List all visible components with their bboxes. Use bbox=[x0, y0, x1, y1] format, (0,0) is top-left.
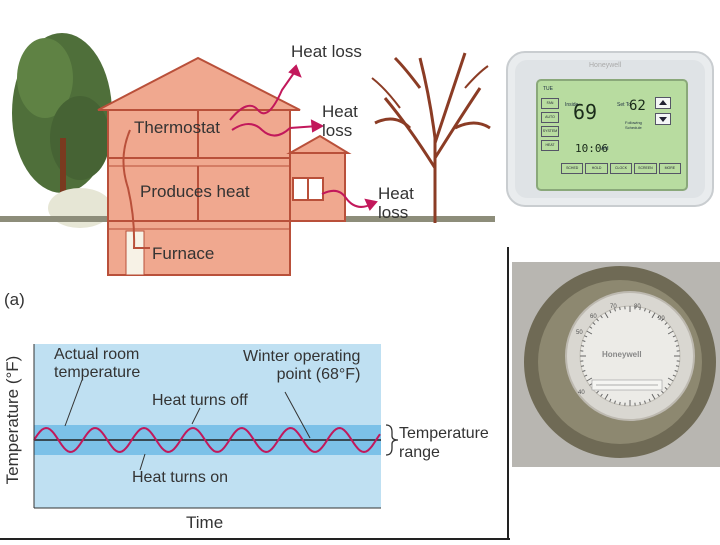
down-arrow-icon bbox=[659, 117, 667, 122]
temperature-range-label: Temperature range bbox=[399, 424, 489, 462]
side-button-list: FAN AUTO SYSTEM HEAT bbox=[541, 98, 559, 151]
dial-tick bbox=[620, 402, 621, 405]
heat-loss-label-mid: Heat loss bbox=[322, 102, 358, 140]
side-button-heat[interactable]: HEAT bbox=[541, 140, 559, 151]
heat-loss-label-right: Heat loss bbox=[378, 184, 414, 222]
actual-room-label: Actual room temperature bbox=[54, 346, 140, 382]
evergreen-tree bbox=[12, 33, 112, 228]
x-axis-label: Time bbox=[186, 513, 223, 533]
bottom-button-sched[interactable]: SCHED bbox=[561, 163, 583, 174]
dial-tick bbox=[581, 346, 584, 347]
dial-number-90: 90 bbox=[658, 316, 665, 322]
set-temperature: 62 bbox=[629, 98, 646, 114]
up-arrow-icon bbox=[659, 100, 667, 105]
schedule-label: Following Schedule bbox=[625, 120, 642, 130]
round-thermostat: Honeywell 60 70 80 90 50 40 bbox=[512, 262, 720, 467]
furnace-label: Furnace bbox=[152, 244, 214, 264]
digital-brand: Honeywell bbox=[589, 62, 621, 69]
dial-number-80: 80 bbox=[634, 304, 641, 310]
bottom-button-screen[interactable]: SCREEN bbox=[634, 163, 656, 174]
y-axis-label: Temperature (°F) bbox=[3, 355, 23, 485]
range-brace bbox=[386, 425, 398, 455]
house-illustration bbox=[0, 18, 495, 293]
day-label: TUE bbox=[543, 86, 553, 92]
up-arrow-button[interactable] bbox=[655, 97, 671, 109]
side-button-fan[interactable]: FAN bbox=[541, 98, 559, 109]
produces-heat-label: Produces heat bbox=[140, 182, 250, 202]
winter-point-label: Winter operating point (68°F) bbox=[243, 348, 360, 384]
dial-number-50: 50 bbox=[576, 330, 583, 336]
side-button-auto[interactable]: AUTO bbox=[541, 112, 559, 123]
house bbox=[98, 58, 348, 275]
thermostat-label: Thermostat bbox=[134, 118, 220, 138]
round-brand: Honeywell bbox=[602, 350, 642, 359]
temperature-chart: Temperature (°F) Time Actual room temper… bbox=[0, 280, 510, 540]
clock-suffix: AM bbox=[601, 146, 609, 152]
dial-number-70: 70 bbox=[610, 304, 617, 310]
bottom-button-hold[interactable]: HOLD bbox=[585, 163, 607, 174]
bottom-button-row: SCHED HOLD CLOCK SCREEN MORE bbox=[561, 163, 681, 174]
heat-loss-label-top: Heat loss bbox=[291, 42, 362, 62]
house-diagram: Heat loss Heat loss Heat loss Thermostat… bbox=[0, 18, 495, 293]
chart-svg bbox=[0, 280, 510, 540]
dial-tick bbox=[581, 366, 584, 367]
dial-tick bbox=[676, 346, 679, 347]
dial-tick bbox=[640, 402, 641, 405]
bottom-button-more[interactable]: MORE bbox=[659, 163, 681, 174]
down-arrow-button[interactable] bbox=[655, 113, 671, 125]
digital-thermostat: Honeywell TUE Inside 69 Set To 62 Follow… bbox=[505, 50, 715, 210]
dial-tick bbox=[620, 307, 621, 310]
heat-off-label: Heat turns off bbox=[152, 392, 248, 410]
bottom-button-clock[interactable]: CLOCK bbox=[610, 163, 632, 174]
heat-on-label: Heat turns on bbox=[132, 469, 228, 487]
dial-tick bbox=[676, 366, 679, 367]
dial-number-60: 60 bbox=[590, 314, 597, 320]
side-button-system[interactable]: SYSTEM bbox=[541, 126, 559, 137]
dial-number-40: 40 bbox=[578, 390, 585, 396]
panel-divider-vertical bbox=[507, 247, 509, 540]
inside-temperature: 69 bbox=[573, 100, 597, 124]
